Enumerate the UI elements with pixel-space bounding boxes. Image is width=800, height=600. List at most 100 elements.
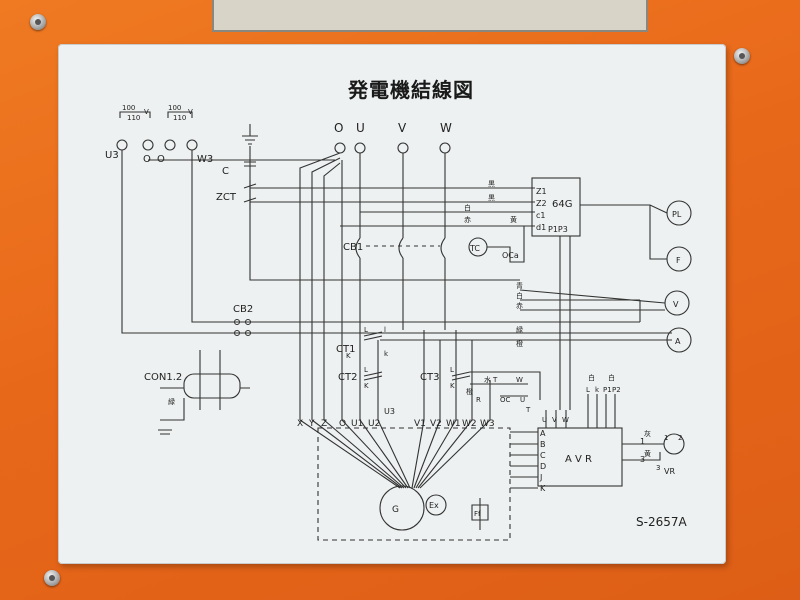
wire-color-label: 黄 bbox=[644, 449, 651, 458]
ct3-label: CT3 bbox=[420, 372, 439, 383]
screw-icon bbox=[30, 14, 46, 30]
ct-terminal-label: K bbox=[450, 382, 455, 390]
avr-terminal-label: L bbox=[586, 386, 590, 394]
field-resistor-label: Ff bbox=[474, 510, 481, 518]
avr-terminal-label: P1 bbox=[603, 386, 612, 394]
wire-color-label: 赤 bbox=[516, 302, 523, 310]
ct3-terminal-label: OC bbox=[500, 396, 511, 404]
relay-d1-label: d1 bbox=[536, 223, 546, 232]
avr-input-label: B bbox=[540, 440, 546, 449]
vr-label: VR bbox=[664, 467, 675, 476]
ct2-label: CT2 bbox=[338, 372, 357, 383]
avr-terminal-label: U bbox=[542, 416, 547, 424]
terminal-w-label: W bbox=[440, 121, 452, 135]
diagram-title: 発電機結線図 bbox=[348, 78, 474, 102]
avr-input-label: K bbox=[540, 484, 546, 493]
ct3-terminal-label: T bbox=[492, 376, 498, 384]
generator-terminal-label: W3 bbox=[480, 419, 495, 429]
u3-label: U3 bbox=[384, 407, 395, 416]
screw-icon bbox=[44, 570, 60, 586]
drawing-number: S-2657A bbox=[636, 515, 687, 529]
oca-label: OCa bbox=[502, 251, 519, 260]
wire-color-label: 黄 bbox=[510, 215, 517, 224]
terminal-u-label: U bbox=[356, 121, 365, 135]
generator-label: G bbox=[392, 505, 399, 515]
voltage-label: 110 bbox=[173, 114, 186, 122]
wire-color-label: 水 bbox=[484, 375, 491, 384]
wire-color-label: 緑 bbox=[516, 325, 523, 334]
relay-64g-label: 64G bbox=[552, 199, 572, 210]
terminal-o2-label: O bbox=[157, 154, 165, 165]
generator-terminal-label: X bbox=[297, 419, 303, 429]
wire-color-label: 橙 bbox=[466, 387, 473, 396]
avr-input-label: J bbox=[539, 473, 542, 482]
generator-terminal-label: Y bbox=[308, 419, 315, 429]
relay-z1-label: Z1 bbox=[536, 187, 547, 196]
meter-a-label: A bbox=[675, 337, 681, 346]
vr-terminal-label: 1 bbox=[664, 434, 668, 442]
ct-terminal-label: L bbox=[450, 366, 454, 374]
vr-terminal-label: 2 bbox=[678, 434, 682, 442]
generator-terminal-label: W1 bbox=[446, 419, 461, 429]
exciter-label: Ex bbox=[429, 501, 439, 510]
ct-terminal-label: L bbox=[364, 326, 368, 334]
voltage-label: 100 bbox=[122, 104, 135, 112]
ct1-label: CT1 bbox=[336, 344, 355, 355]
ct-terminal-label: L bbox=[364, 366, 368, 374]
meter-f-label: F bbox=[676, 256, 681, 265]
ct-terminal-label: k bbox=[384, 350, 389, 358]
wire-color-label: 白 bbox=[608, 373, 615, 382]
voltage-label: 110 bbox=[127, 114, 140, 122]
wire-color-label: 黒 bbox=[488, 180, 495, 188]
wire-color-label: 白 bbox=[464, 203, 471, 212]
cb1-label: CB1 bbox=[343, 242, 363, 253]
ct-terminal-label: l bbox=[384, 326, 386, 334]
meter-pl-label: PL bbox=[672, 210, 682, 219]
vr-terminal-label: 3 bbox=[656, 464, 660, 472]
wire-color-label: 青 bbox=[516, 281, 523, 290]
ct-terminal-label: K bbox=[346, 352, 351, 360]
terminal-u3-label: U3 bbox=[105, 150, 119, 161]
cb2-label: CB2 bbox=[233, 304, 253, 315]
avr-terminal-label: k bbox=[595, 386, 600, 394]
generator-terminal-label: Z bbox=[321, 419, 327, 429]
avr-input-label: D bbox=[540, 462, 546, 471]
ct3-terminal-label: R bbox=[476, 396, 481, 404]
voltage-unit-label: V bbox=[188, 108, 193, 116]
avr-terminal-label: W bbox=[562, 416, 569, 424]
meter-v-label: V bbox=[673, 300, 679, 309]
terminal-o1-label: O bbox=[143, 154, 151, 165]
wire-color-label: 黒 bbox=[488, 194, 495, 202]
tc-label: TC bbox=[469, 244, 480, 253]
generator-terminal-label: O bbox=[339, 419, 346, 429]
avr-label: A V R bbox=[565, 454, 592, 465]
avr-terminal-label: P2 bbox=[612, 386, 621, 394]
terminal-v-label: V bbox=[398, 121, 407, 135]
con-label: CON1.2 bbox=[144, 372, 182, 383]
relay-c1-label: c1 bbox=[536, 211, 546, 220]
generator-terminal-label: V1 bbox=[414, 419, 426, 429]
capacitor-label: C bbox=[222, 166, 229, 177]
ct-terminal-label: K bbox=[364, 382, 369, 390]
generator-terminal-label: W2 bbox=[462, 419, 477, 429]
generator-terminal-label: U2 bbox=[368, 419, 380, 429]
avr-output-label: 3 bbox=[640, 455, 645, 464]
top-label-plate bbox=[212, 0, 648, 32]
avr-terminal-label: V bbox=[552, 416, 557, 424]
voltage-label: 100 bbox=[168, 104, 181, 112]
voltage-unit-label: V bbox=[144, 108, 149, 116]
wire-color-label: 赤 bbox=[464, 216, 471, 224]
wire-color-label: 白 bbox=[588, 373, 595, 382]
ct3-terminal-label: T bbox=[525, 406, 531, 414]
relay-p1p3-label: P1P3 bbox=[548, 225, 568, 234]
avr-input-label: C bbox=[540, 451, 546, 460]
ct3-terminal-label: W bbox=[516, 376, 523, 384]
generator-terminal-label: V2 bbox=[430, 419, 442, 429]
relay-z2-label: Z2 bbox=[536, 199, 547, 208]
wire-color-label: 白 bbox=[516, 291, 523, 300]
avr-input-label: A bbox=[540, 429, 546, 438]
wire-color-label: 緑 bbox=[168, 397, 175, 406]
avr-output-label: 1 bbox=[640, 437, 645, 446]
terminal-o-label: O bbox=[334, 121, 343, 135]
